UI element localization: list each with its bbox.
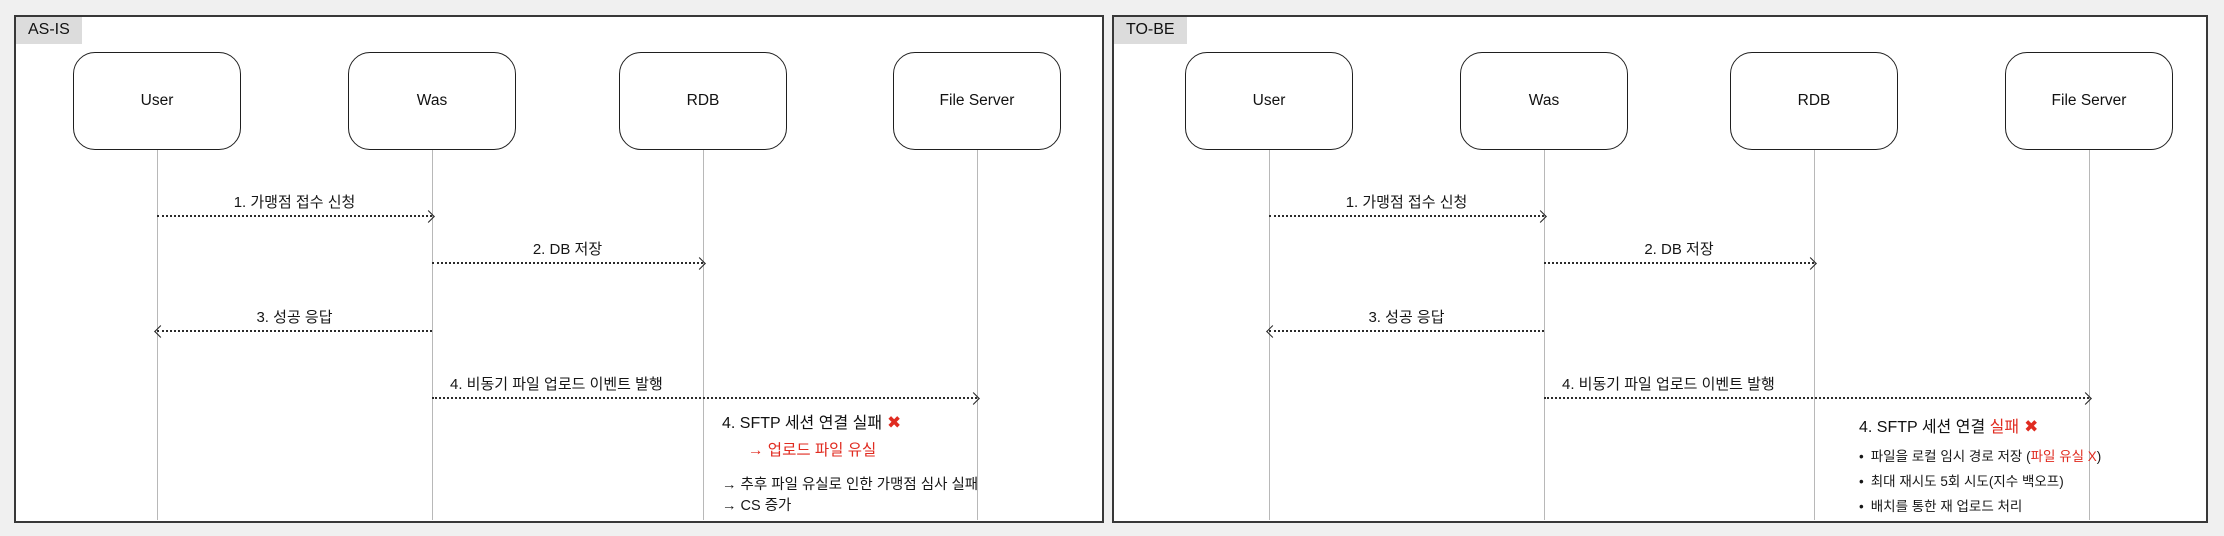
failure-note-line: • 최대 재시도 5회 시도(지수 백오프) [1859, 469, 2101, 494]
lifeline-was [1544, 150, 1545, 520]
bullet-icon: • [1859, 474, 1864, 489]
failure-note-line: • 파일을 로컬 임시 경로 저장 (파일 유실 X) [1859, 444, 2101, 469]
failure-note-text: → 추후 파일 유실로 인한 가맹점 심사 실패 [722, 477, 979, 493]
failure-note: 4. SFTP 세션 연결 실패✖ → 업로드 파일 유실 → 추후 파일 유실로 … [722, 409, 978, 517]
message-arrow-2 [432, 256, 706, 270]
actor-label: RDB [1797, 92, 1831, 109]
message-label-3: 3. 성공 응답 [1368, 309, 1445, 326]
failure-note-line [722, 464, 978, 475]
panel-title: TO-BE [1114, 17, 1187, 44]
lifeline-was [432, 150, 433, 520]
failure-note-text: 파일을 로컬 임시 경로 저장 ( [1870, 449, 2031, 464]
failure-note-heading-text: 4. SFTP 세션 연결 실패 [722, 415, 883, 432]
message-arrow-4 [432, 391, 980, 405]
message-arrow-3 [1266, 324, 1544, 338]
message-label-1: 1. 가맹점 접수 신청 [233, 194, 356, 211]
lifeline-file-server [977, 150, 978, 520]
lifeline-rdb [1814, 150, 1815, 520]
actor-box-file-server: File Server [2005, 52, 2173, 150]
panel-to-be: TO-BE User Was RDB File Server 1. 가맹점 접수 신청 2… [1112, 15, 2208, 523]
lifeline-rdb [703, 150, 704, 520]
actor-label: Was [416, 92, 448, 109]
message-arrow-1 [1269, 209, 1547, 223]
failure-note-line: → CS 증가 [722, 496, 978, 517]
actor-box-file-server: File Server [893, 52, 1061, 150]
actor-box-rdb: RDB [1730, 52, 1898, 150]
actor-box-user: User [1185, 52, 1353, 150]
failure-note-line: → 업로드 파일 유실 [748, 440, 978, 462]
bullet-icon: • [1859, 449, 1864, 464]
panel-title: AS-IS [16, 17, 82, 44]
message-label-2: 2. DB 저장 [1644, 241, 1714, 258]
failure-note-heading: 4. SFTP 세션 연결 실패✖ [1859, 413, 2101, 437]
actor-label: User [1252, 92, 1286, 109]
lifeline-user [1269, 150, 1270, 520]
message-label-4: 4. 비동기 파일 업로드 이벤트 발행 [450, 376, 663, 393]
failure-note-text: ) [2096, 449, 2102, 464]
failure-note-text: → CS 증가 [722, 498, 792, 514]
failure-x-icon: ✖ [887, 413, 902, 432]
message-label-1: 1. 가맹점 접수 신청 [1345, 194, 1468, 211]
message-label-3: 3. 성공 응답 [256, 309, 333, 326]
failure-note-line: → 추후 파일 유실로 인한 가맹점 심사 실패 [722, 475, 978, 496]
actor-label: File Server [2051, 92, 2127, 109]
message-arrow-2 [1544, 256, 1817, 270]
message-arrow-4 [1544, 391, 2092, 405]
actor-label: File Server [939, 92, 1015, 109]
failure-note-heading: 4. SFTP 세션 연결 실패✖ [722, 409, 978, 433]
message-label-4: 4. 비동기 파일 업로드 이벤트 발행 [1562, 376, 1775, 393]
failure-note-heading-text: 실패 [1989, 419, 2020, 436]
lifeline-file-server [2089, 150, 2090, 520]
failure-note: 4. SFTP 세션 연결 실패✖ • 파일을 로컬 임시 경로 저장 (파일 유실… [1859, 413, 2101, 519]
message-arrow-1 [157, 209, 435, 223]
failure-note-text: 최대 재시도 5회 시도(지수 백오프) [1870, 474, 2064, 489]
actor-label: User [140, 92, 174, 109]
lifeline-user [157, 150, 158, 520]
message-arrow-3 [154, 324, 432, 338]
actor-label: RDB [686, 92, 720, 109]
failure-note-line: • 배치를 통한 재 업로드 처리 [1859, 494, 2101, 519]
actor-box-rdb: RDB [619, 52, 787, 150]
actor-box-was: Was [1460, 52, 1628, 150]
actor-box-was: Was [348, 52, 516, 150]
message-label-2: 2. DB 저장 [532, 241, 603, 258]
actor-label: Was [1528, 92, 1560, 109]
failure-note-text: → 업로드 파일 유실 [748, 442, 877, 459]
failure-note-text: 배치를 통한 재 업로드 처리 [1870, 499, 2023, 514]
actor-box-user: User [73, 52, 241, 150]
failure-note-text: 파일 유실 X [2030, 449, 2097, 464]
failure-x-icon: ✖ [2024, 417, 2039, 436]
failure-note-heading-text: 4. SFTP 세션 연결 [1859, 419, 1990, 436]
panel-as-is: AS-IS User Was RDB File Server 1. 가맹점 접수 신청 2… [14, 15, 1104, 523]
bullet-icon: • [1859, 499, 1864, 514]
